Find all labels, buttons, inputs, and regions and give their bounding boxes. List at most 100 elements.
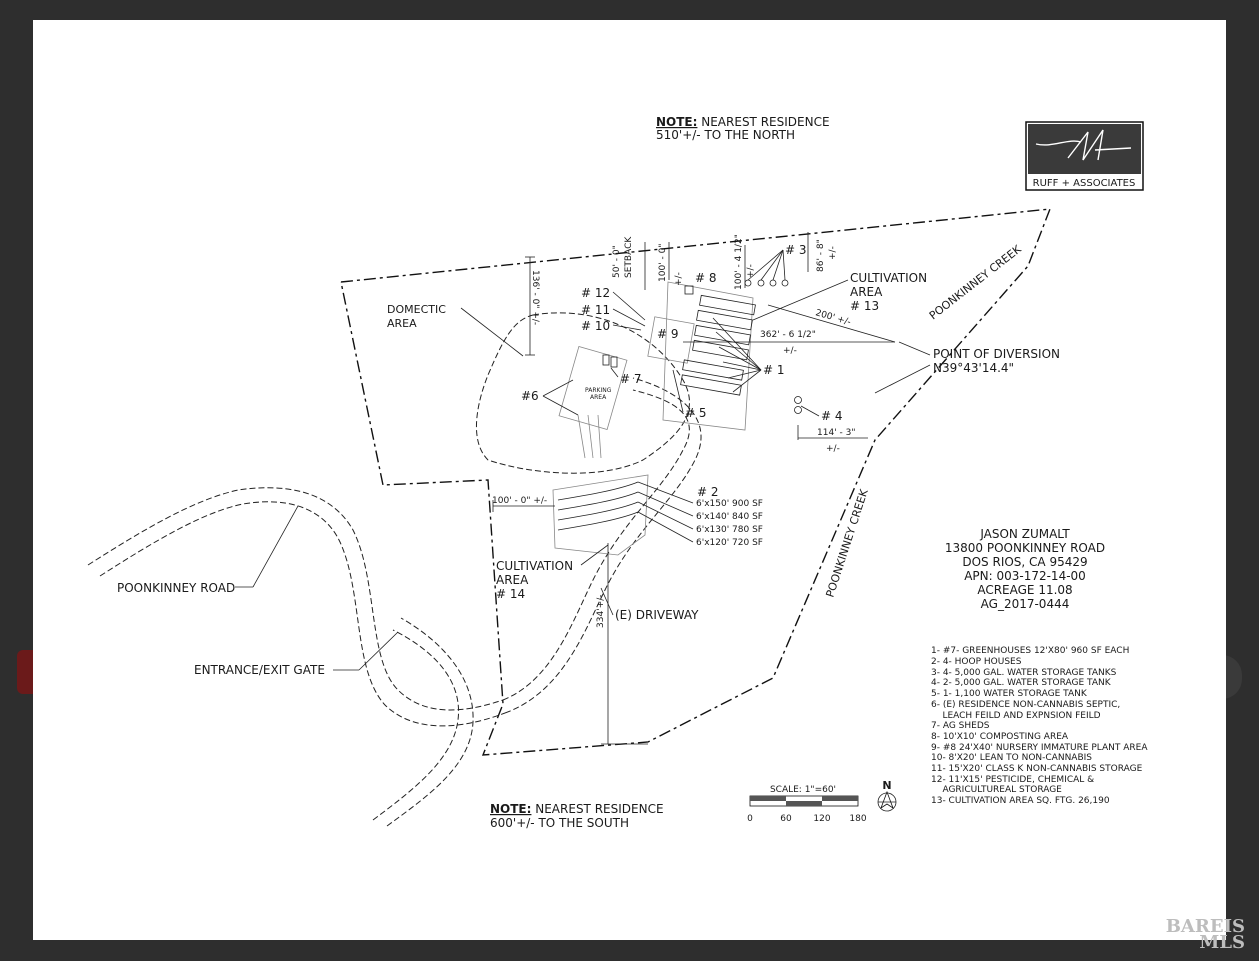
legend-item-6: 6- (E) RESIDENCE NON-CANNABIS SEPTIC, [931,700,1120,710]
scale-bar: SCALE: 1"=60' 0 60 120 180 [747,785,867,824]
side-nav-left[interactable] [17,650,33,694]
dimension-136: 136' - 0" +/- [530,270,540,325]
legend-item-2: 2- 4- HOOP HOUSES [931,657,1022,667]
hoop-house-2: 6'x140' 840 SF [696,512,763,522]
south-note: NOTE: NEAREST RESIDENCE [490,802,664,816]
dimension-lines [492,232,896,745]
scale-tick-0: 0 [747,814,753,824]
logo-caption: RUFF + ASSOCIATES [1033,178,1136,189]
marker-3: # 3 [785,243,807,257]
marker-10: # 10 [581,319,610,333]
owner-acreage: ACREAGE 11.08 [977,583,1072,597]
dimension-114-pm: +/- [826,444,840,454]
point-of-diversion-label: POINT OF DIVERSION [933,347,1060,361]
site-plan-sheet: NOTE: NEAREST RESIDENCE 510'+/- TO THE N… [33,20,1226,940]
legend-item-3: 3- 4- 5,000 GAL. WATER STORAGE TANKS [931,668,1117,678]
side-nav-right[interactable] [1222,655,1242,699]
legend: 1- #7- GREENHOUSES 12'X80' 960 SF EACH 2… [931,646,1148,806]
marker-11: # 11 [581,303,610,317]
marker-12: # 12 [581,286,610,300]
marker-7: # 7 [620,372,642,386]
watermark-line-2: MLS [1199,932,1245,953]
dimension-86: 86' - 8" [816,239,826,272]
hoop-house-3: 6'x130' 780 SF [696,525,763,535]
owner-info-block: JASON ZUMALT 13800 POONKINNEY ROAD DOS R… [945,527,1105,611]
domestic-area-label: DOMECTIC [387,303,446,316]
legend-item-7: 7- AG SHEDS [931,721,990,731]
domestic-area-outline [475,312,690,474]
legend-item-12: 12- 11'X15' PESTICIDE, CHEMICAL & [931,775,1094,785]
north-letter: N [882,779,891,792]
creek-upper-label: POONKINNEY CREEK [927,242,1024,322]
marker-9: # 9 [657,327,679,341]
cultivation-13-label-3: # 13 [850,299,879,313]
legend-item-8: 8- 10'X10' COMPOSTING AREA [931,732,1069,742]
legend-item-12-cont: AGRICULTUREAL STORAGE [931,785,1062,795]
owner-name: JASON ZUMALT [979,527,1070,541]
marker-1: # 1 [763,363,785,377]
property-boundary [340,208,1052,756]
dimension-362-pm: +/- [783,346,797,356]
poonkinney-road-label: POONKINNEY ROAD [117,581,235,595]
legend-item-6-cont: LEACH FEILD AND EXPNSION FEILD [931,711,1101,721]
cultivation-13-label: CULTIVATION [850,271,927,285]
site-plan-drawing: NOTE: NEAREST RESIDENCE 510'+/- TO THE N… [87,115,1148,830]
north-arrow-icon: N [877,779,897,812]
owner-ag-number: AG_2017-0444 [981,597,1070,611]
cultivation-13-label-2: AREA [850,285,883,299]
domestic-area-label-2: AREA [387,317,417,330]
setback-label: SETBACK [624,236,634,278]
signature-mark [1035,129,1132,161]
scale-tick-180: 180 [849,814,866,824]
north-note-distance: 510'+/- TO THE NORTH [656,128,795,142]
dimension-pm-c: +/- [828,246,838,260]
mls-watermark: BAREIS MLS [1165,916,1245,953]
scale-title: SCALE: 1"=60' [770,785,836,795]
hoop-house-4: 6'x120' 720 SF [696,538,763,548]
cultivation-area-14 [552,474,649,556]
cultivation-14-label: CULTIVATION [496,559,573,573]
legend-item-10: 10- 8'X20' LEAN TO NON-CANNABIS [931,753,1092,763]
dimension-362: 362' - 6 1/2" [760,330,816,340]
dimension-100-top: 100' - 0" [658,244,668,283]
dimension-334: 334'+/- [596,595,606,628]
dimension-pm-b: +/- [746,264,756,278]
cultivation-area-13 [647,281,756,431]
driveway-label: (E) DRIVEWAY [615,608,699,622]
legend-item-5: 5- 1- 1,100 WATER STORAGE TANK [931,689,1088,699]
owner-address: 13800 POONKINNEY ROAD [945,541,1105,555]
marker-5: # 5 [685,406,707,420]
ruff-associates-logo: RUFF + ASSOCIATES [1025,121,1144,191]
cultivation-14-label-3: # 14 [496,587,525,601]
parking-label: PARKING [585,387,612,394]
south-note-distance: 600'+/- TO THE SOUTH [490,816,629,830]
legend-item-9: 9- #8 24'X40' NURSERY IMMATURE PLANT ARE… [931,743,1148,753]
marker-8: # 8 [695,271,717,285]
watermark-line-1: BAREIS [1165,916,1245,937]
poonkinney-road [87,487,506,827]
entrance-gate-label: ENTRANCE/EXIT GATE [194,663,325,677]
parking-area [558,346,628,430]
marker-4: # 4 [821,409,843,423]
legend-item-11: 11- 15'X20' CLASS K NON-CANNABIS STORAGE [931,764,1143,774]
parking-label-2: AREA [590,394,607,401]
owner-city: DOS RIOS, CA 95429 [962,555,1087,569]
point-of-diversion-coords: N39°43'14.4" [933,361,1014,375]
marker-6: #6 [521,389,539,403]
dimension-100-left: 100' - 0" +/- [492,496,547,506]
scale-tick-120: 120 [813,814,830,824]
legend-item-13: 13- CULTIVATION AREA SQ. FTG. 26,190 [931,796,1110,806]
cultivation-14-label-2: AREA [496,573,529,587]
hoop-house-1: 6'x150' 900 SF [696,499,763,509]
dimension-114: 114' - 3" [817,428,856,438]
setback-dimension: 50' - 0" [612,245,622,278]
legend-item-1: 1- #7- GREENHOUSES 12'X80' 960 SF EACH [931,646,1129,656]
scale-tick-60: 60 [780,814,792,824]
north-note: NOTE: NEAREST RESIDENCE [656,115,830,129]
legend-item-4: 4- 2- 5,000 GAL. WATER STORAGE TANK [931,678,1112,688]
dimension-100-4: 100' - 4 1/2" [734,234,744,290]
dimension-200: 200' +/- [814,308,852,328]
dimension-pm-a: +/- [674,272,684,286]
marker-2: # 2 [697,485,719,499]
owner-apn: APN: 003-172-14-00 [964,569,1086,583]
